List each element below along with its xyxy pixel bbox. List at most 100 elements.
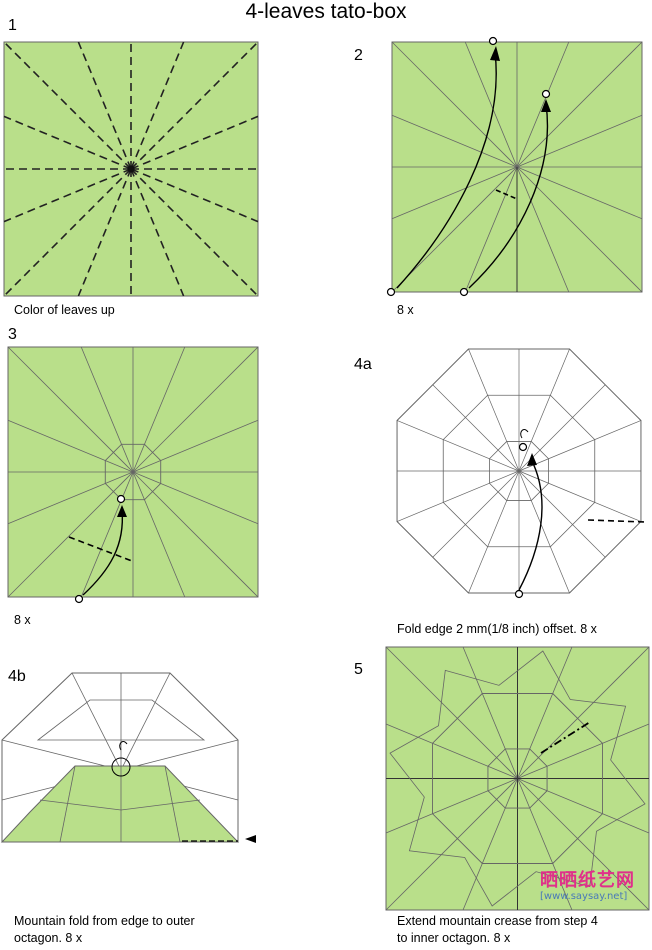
crease-line (120, 739, 239, 771)
reference-circle (541, 89, 551, 99)
crease-line (7, 471, 134, 598)
crease-line (516, 114, 643, 168)
crease-line (120, 799, 201, 811)
center-mark (127, 165, 135, 173)
mountain-fold-line (68, 536, 133, 562)
crease-line (468, 348, 520, 472)
crease-line (517, 778, 650, 911)
focus-circle (111, 757, 131, 777)
leaf-star-outline (389, 650, 646, 907)
crease-line (391, 114, 518, 168)
step-2-caption: 8 x (397, 303, 414, 317)
reference-circle (386, 287, 396, 297)
crease-line (517, 723, 650, 779)
crease-line (385, 778, 518, 911)
fold-arrow (82, 509, 124, 596)
watermark-logo: 晒晒纸艺网 (540, 870, 635, 891)
arrow-head (541, 99, 551, 112)
step-4a-caption: Fold edge 2 mm(1/8 inch) offset. 8 x (397, 622, 597, 636)
folded-flap (0, 765, 240, 843)
reference-circle (116, 494, 126, 504)
crease-line (71, 672, 122, 771)
crease-line (132, 346, 186, 473)
reference-circle (514, 589, 524, 599)
crease-line (462, 778, 518, 911)
valley-fold-line (77, 168, 132, 297)
step-4a-number: 4a (354, 356, 372, 373)
arrow-head (117, 505, 127, 517)
step-5-caption-line-1: Extend mountain crease from step 4 (397, 914, 598, 928)
crease-line (132, 346, 259, 473)
crease-line (517, 646, 650, 779)
inner-octagon (487, 748, 548, 809)
crease-line (516, 41, 643, 168)
crease-line (396, 470, 520, 522)
crease-line (516, 166, 570, 293)
valley-fold-line (3, 168, 132, 297)
turn-over-icon (119, 741, 128, 751)
reference-circle (74, 594, 84, 604)
page-title: 4-leaves tato-box (245, 0, 407, 23)
crease-line (468, 470, 520, 594)
crease-line (1, 739, 122, 771)
valley-fold-line (3, 115, 132, 170)
crease-line (59, 765, 76, 843)
crease-line (516, 166, 643, 293)
mountain-fold-line (540, 721, 591, 754)
fold-arrow (468, 103, 549, 289)
step-4b-number: 4b (8, 668, 26, 685)
valley-fold-line (77, 41, 132, 170)
reference-circle (518, 442, 528, 452)
step-1-number: 1 (8, 17, 17, 34)
crease-line (132, 471, 259, 598)
outer-octagon (432, 693, 603, 864)
crease-line (391, 166, 518, 293)
crease-line (517, 646, 573, 779)
crease-line (518, 348, 570, 472)
crease-line (7, 471, 134, 525)
crease-line (432, 470, 520, 558)
valley-fold-line (130, 41, 185, 170)
turn-over-icon (520, 429, 529, 439)
crease-line (385, 778, 518, 834)
step-3-number: 3 (8, 326, 17, 343)
step-5-caption-line-2: to inner octagon. 8 x (397, 931, 511, 945)
valley-fold-line (130, 168, 185, 297)
crease-line (516, 166, 643, 220)
valley-fold-line (3, 41, 132, 170)
crease-line (432, 384, 520, 472)
crease-line (517, 778, 650, 834)
arrow-head (527, 453, 537, 466)
step-4b-caption: Mountain fold from edge to outer octagon… (14, 913, 195, 947)
step-5-number: 5 (354, 661, 363, 678)
crease-line (464, 166, 518, 293)
crease-line (120, 672, 171, 771)
crease-line (385, 646, 518, 779)
fold-arrow (518, 458, 543, 591)
crease-line (391, 166, 518, 220)
step-4b-caption-line-2: octagon. 8 x (14, 931, 83, 945)
outer-octagon (36, 699, 206, 741)
crease-line (517, 778, 573, 911)
reference-circle (459, 287, 469, 297)
arrow-head (490, 46, 500, 61)
crease-line (39, 799, 122, 811)
crease-line (132, 419, 259, 473)
crease-line (462, 646, 518, 779)
arrow-head (245, 835, 256, 843)
crease-line (516, 41, 570, 168)
crease-line (7, 346, 134, 473)
crease-line (80, 471, 134, 598)
valley-fold-line (130, 115, 259, 170)
inner-octagon (104, 443, 162, 501)
crease-line (396, 420, 520, 472)
reference-circle (488, 36, 498, 46)
crease-line (7, 419, 134, 473)
fold-arrow (396, 51, 497, 289)
step-2-number: 2 (354, 47, 363, 64)
step-4b-caption-line-1: Mountain fold from edge to outer (14, 914, 195, 928)
crease-line (80, 346, 134, 473)
watermark-url: [www.saysay.net] (540, 891, 628, 902)
valley-fold-line (130, 41, 259, 170)
crease-line (385, 723, 518, 779)
